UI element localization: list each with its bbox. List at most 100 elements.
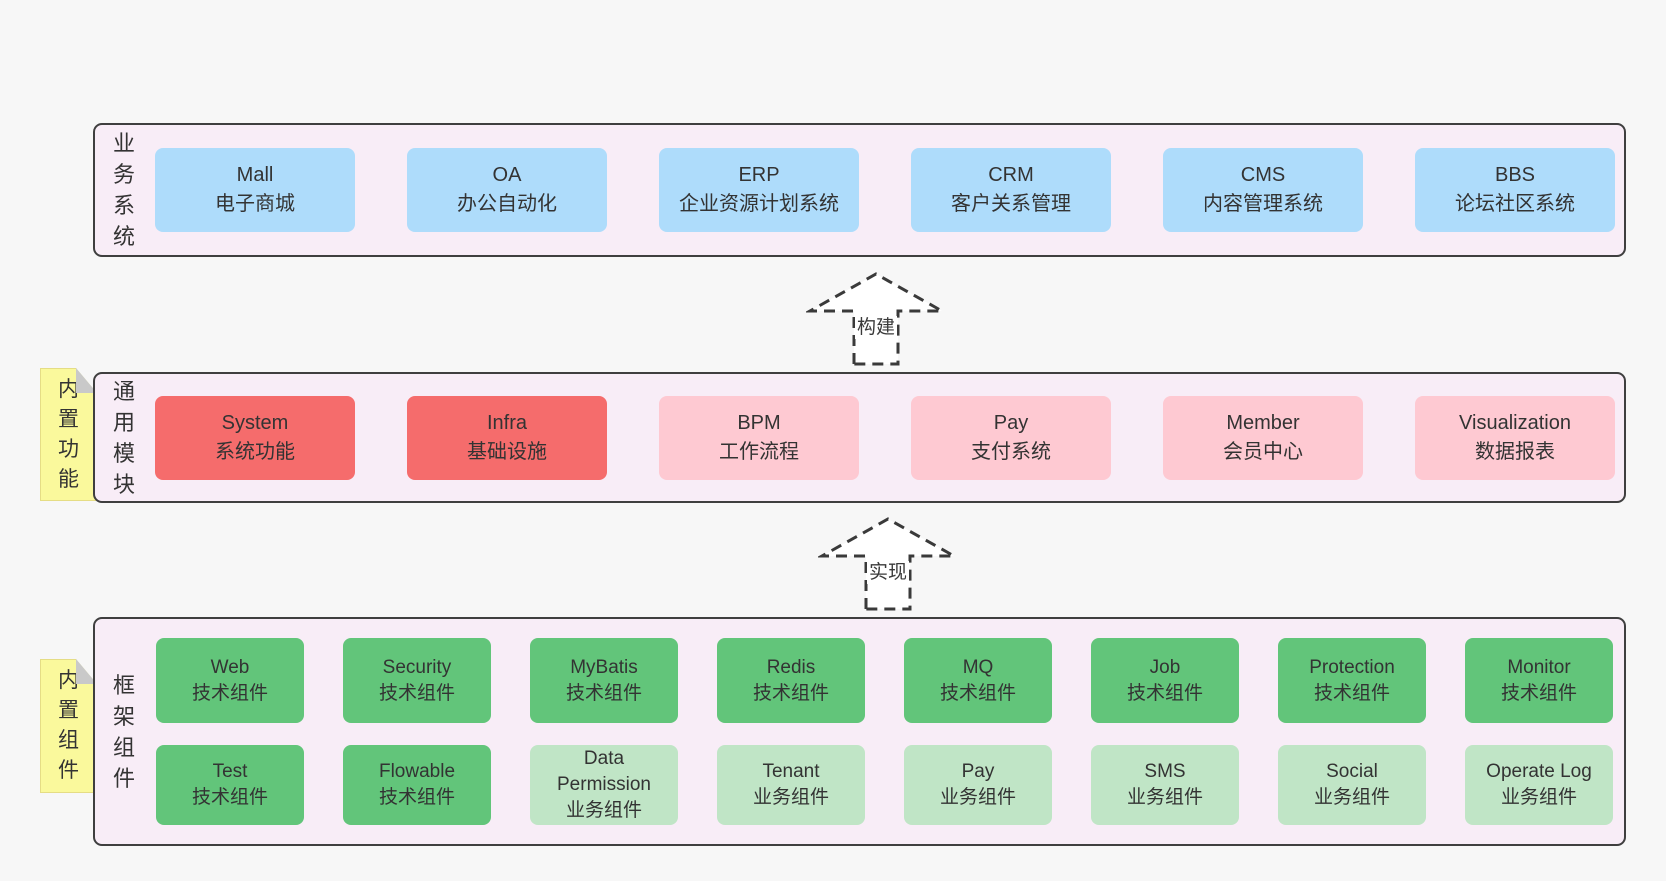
box-desc: 论坛社区系统 [1455, 193, 1575, 215]
box-mall: Mall 电子商城 [155, 148, 355, 232]
box-mq: MQ 技术组件 [904, 638, 1052, 723]
box-system: System 系统功能 [155, 395, 355, 480]
box-desc: 技术组件 [565, 682, 642, 704]
box-name: Pay [993, 411, 1029, 434]
box-name: ERP [738, 164, 780, 186]
box-redis: Redis 技术组件 [717, 638, 865, 723]
box-oa: OA 办公自动化 [407, 148, 607, 232]
section-framework-components: 框架组件 Web 技术组件 Security 技术组件 MyBatis 技术组件… [93, 617, 1626, 846]
box-name: Pay [961, 761, 995, 782]
box-name: BBS [1494, 164, 1536, 186]
box-pay-biz: Pay 业务组件 [904, 745, 1052, 825]
box-desc: 业务组件 [752, 787, 829, 808]
box-name: Mall [236, 164, 274, 186]
box-name: OA [492, 164, 522, 186]
box-name: Tenant [762, 761, 820, 782]
box-visualization: Visualization 数据报表 [1415, 395, 1615, 480]
box-name: Security [382, 656, 452, 678]
box-name: BPM [737, 411, 781, 434]
box-desc: 办公自动化 [457, 193, 557, 215]
box-name: SMS [1144, 761, 1186, 782]
box-bbs: BBS 论坛社区系统 [1415, 148, 1615, 232]
box-name: Operate Log [1486, 761, 1592, 782]
box-desc: 数据报表 [1475, 440, 1555, 463]
box-desc: 业务组件 [939, 787, 1016, 808]
box-desc: 技术组件 [191, 682, 268, 704]
box-security: Security 技术组件 [343, 638, 491, 723]
box-desc: 客户关系管理 [951, 193, 1071, 215]
box-data-permission: Data Permission 业务组件 [530, 745, 678, 825]
box-monitor: Monitor 技术组件 [1465, 638, 1613, 723]
box-name: Protection [1309, 656, 1395, 678]
box-web: Web 技术组件 [156, 638, 304, 723]
arrow-label: 构建 [854, 316, 897, 339]
box-name: Job [1149, 656, 1181, 678]
box-flowable: Flowable 技术组件 [343, 745, 491, 825]
box-mybatis: MyBatis 技术组件 [530, 638, 678, 723]
section-common-modules: 通用模块 System 系统功能 Infra 基础设施 BPM 工作流程 Pay… [93, 372, 1626, 503]
box-desc: 技术组件 [1500, 682, 1577, 704]
box-member: Member 会员中心 [1163, 395, 1363, 480]
box-sms: SMS 业务组件 [1091, 745, 1239, 825]
box-desc: 技术组件 [378, 787, 455, 808]
box-erp: ERP 企业资源计划系统 [659, 148, 859, 232]
box-name: Visualization [1459, 411, 1571, 434]
box-name: Data Permission [557, 748, 651, 795]
box-protection: Protection 技术组件 [1278, 638, 1426, 723]
box-desc: 企业资源计划系统 [679, 193, 839, 215]
box-desc: 工作流程 [719, 440, 799, 463]
box-desc: 技术组件 [191, 787, 268, 808]
box-name: MyBatis [570, 656, 638, 678]
box-cms: CMS 内容管理系统 [1163, 148, 1363, 232]
box-desc: 支付系统 [971, 440, 1051, 463]
sticky-note-label: 内置组件 [58, 669, 79, 782]
box-name: Web [210, 656, 250, 678]
framework-components-row-1: Web 技术组件 Security 技术组件 MyBatis 技术组件 Redi… [156, 638, 1613, 723]
box-name: Test [212, 761, 248, 782]
box-name: Monitor [1507, 656, 1571, 678]
box-desc: 技术组件 [939, 682, 1016, 704]
box-tenant: Tenant 业务组件 [717, 745, 865, 825]
box-desc: 技术组件 [1313, 682, 1390, 704]
box-desc: 业务组件 [1126, 787, 1203, 808]
box-desc: 系统功能 [215, 440, 295, 463]
box-desc: 技术组件 [378, 682, 455, 704]
folded-corner-icon [76, 659, 97, 684]
sticky-note-builtin-features: 内置功能 [40, 368, 97, 501]
box-desc: 内容管理系统 [1203, 193, 1323, 215]
box-name: System [221, 411, 289, 434]
common-modules-row: System 系统功能 Infra 基础设施 BPM 工作流程 Pay 支付系统… [155, 374, 1615, 501]
box-name: Member [1226, 411, 1300, 434]
section-label-common-modules: 通用模块 [112, 378, 135, 497]
box-name: Flowable [378, 761, 456, 782]
arrow-up-build: 构建 [806, 270, 946, 367]
box-pay: Pay 支付系统 [911, 395, 1111, 480]
box-desc: 业务组件 [565, 800, 642, 821]
box-test: Test 技术组件 [156, 745, 304, 825]
box-infra: Infra 基础设施 [407, 395, 607, 480]
arrow-up-implement: 实现 [818, 515, 958, 612]
sticky-note-builtin-components: 内置组件 [40, 659, 97, 793]
box-name: CRM [988, 164, 1034, 186]
box-crm: CRM 客户关系管理 [911, 148, 1111, 232]
folded-corner-icon [76, 368, 97, 393]
box-desc: 电子商城 [215, 193, 295, 215]
box-name: Redis [766, 656, 816, 678]
section-label-framework-components: 框架组件 [112, 672, 135, 791]
box-desc: 技术组件 [1126, 682, 1203, 704]
box-name: Infra [486, 411, 528, 434]
box-name: CMS [1240, 164, 1286, 186]
arrow-label: 实现 [866, 561, 909, 584]
box-desc: 业务组件 [1500, 787, 1577, 808]
framework-components-grid: Web 技术组件 Security 技术组件 MyBatis 技术组件 Redi… [156, 619, 1613, 844]
framework-components-row-2: Test 技术组件 Flowable 技术组件 Data Permission … [156, 745, 1613, 825]
box-job: Job 技术组件 [1091, 638, 1239, 723]
box-desc: 技术组件 [752, 682, 829, 704]
sticky-note-label: 内置功能 [58, 377, 79, 491]
box-name: MQ [962, 656, 994, 678]
box-operate-log: Operate Log 业务组件 [1465, 745, 1613, 825]
business-systems-row: Mall 电子商城 OA 办公自动化 ERP 企业资源计划系统 CRM 客户关系… [155, 125, 1615, 255]
box-social: Social 业务组件 [1278, 745, 1426, 825]
box-bpm: BPM 工作流程 [659, 395, 859, 480]
